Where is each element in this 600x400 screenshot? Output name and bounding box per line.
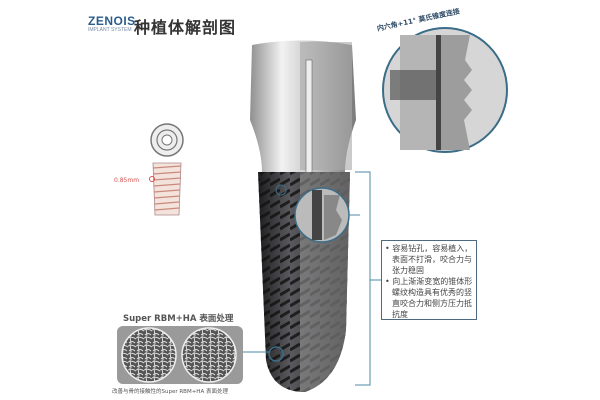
- feature-item: • 容易钻孔，容易植入，表面不打滑，咬合力与张力稳固: [385, 244, 473, 275]
- thread-marker: [275, 184, 287, 196]
- connection-detail-lens: [382, 27, 508, 153]
- sem-image-1: [121, 327, 177, 383]
- feature-box: • 容易钻孔，容易植入，表面不打滑，咬合力与张力稳固 • 向上渐渐变宽的锥体形螺…: [381, 240, 477, 320]
- surface-detail-lens: [268, 346, 284, 362]
- abutment: [250, 40, 356, 231]
- callout-lines: [240, 171, 381, 386]
- page-title: 种植体解剖图: [134, 18, 237, 37]
- screw-detail-lens: [294, 187, 350, 243]
- thread-pitch-label: 0.85mm: [114, 177, 140, 184]
- brand-logo: ZENOIS IMPLANT SYSTEM: [88, 14, 136, 33]
- brand-subtitle: IMPLANT SYSTEM: [88, 27, 132, 33]
- small-implant-icon: [149, 123, 184, 216]
- surface-title: Super RBM+HA 表面处理: [123, 314, 234, 324]
- surface-treatment-panel: [117, 326, 243, 384]
- sem-image-2: [181, 327, 237, 383]
- surface-caption: 改善与骨的接触性的Super RBM+HA 表面处理: [112, 389, 228, 395]
- feature-item: • 向上渐渐变宽的锥体形螺纹构造具有优秀的竖直咬合力和侧方压力抵抗度: [385, 277, 473, 319]
- brand-name: ZENOIS: [88, 14, 136, 28]
